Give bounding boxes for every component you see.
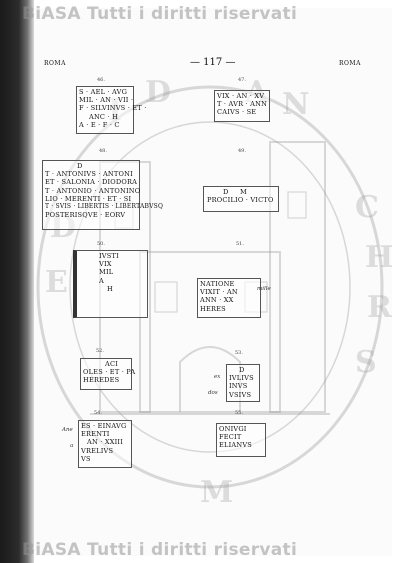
inscription-fragment: ONIVGI FECIT ELIANVS bbox=[216, 423, 266, 457]
inscription-line: S · AEL · AVG bbox=[79, 88, 128, 96]
inscription-number: 54. bbox=[94, 410, 102, 416]
inscription-line: A · E · F · C bbox=[79, 120, 120, 129]
page-number: — 117 — bbox=[190, 57, 236, 68]
editorial-note: dos bbox=[208, 390, 218, 396]
inscription-line: IVLIVS bbox=[229, 374, 254, 383]
editorial-note: a bbox=[70, 443, 74, 449]
inscription-line: HERES bbox=[200, 304, 226, 313]
seal-letter-d: D bbox=[145, 75, 171, 110]
inscription-fragment: ES · EINAVG ERENTI AN · XXIII VRELIVS VS bbox=[78, 420, 132, 468]
inscription-line: INVS bbox=[229, 382, 248, 391]
inscription-line: VIX · AN · XV bbox=[217, 92, 265, 100]
inscription-fragment: VIX · AN · XV T · AVR · ANN CAIVS · SE bbox=[214, 90, 270, 122]
inscription-line: F · SILVINVS · ET · bbox=[79, 104, 147, 113]
inscription-line: ONIVGI bbox=[219, 425, 247, 433]
inscription-number: 55. bbox=[235, 410, 243, 416]
inscription-number: 50. bbox=[97, 241, 105, 247]
seal-arch bbox=[179, 346, 241, 412]
editorial-note: mille bbox=[257, 286, 271, 292]
seal-building bbox=[139, 251, 281, 413]
seal-window-2 bbox=[287, 191, 307, 219]
inscription-number: 51. bbox=[236, 241, 244, 247]
seal-inner-ring bbox=[69, 121, 351, 453]
inscription-number: 46. bbox=[97, 77, 105, 83]
inscription-fragment: D M PROCILIO · VICTO bbox=[203, 186, 279, 212]
inscription-number: 52. bbox=[96, 348, 104, 354]
inscription-number: 49. bbox=[238, 148, 246, 154]
inscription-fragment: IVSTI VIX MIL A H bbox=[73, 250, 148, 318]
inscription-line: VSIVS bbox=[229, 390, 252, 399]
seal-letter-h: H bbox=[365, 240, 393, 275]
editorial-note: Ane bbox=[62, 427, 73, 433]
inscription-line: ES · EINAVG bbox=[81, 422, 127, 430]
inscription-line: VS bbox=[81, 454, 91, 463]
inscription-line: ANN · XX bbox=[200, 296, 234, 305]
seal-window-3 bbox=[154, 281, 178, 313]
inscription-line: HEREDES bbox=[83, 376, 120, 385]
inscription-line: D bbox=[239, 366, 245, 374]
book-binding-shadow bbox=[0, 0, 34, 563]
seal-letter-m: M bbox=[200, 475, 233, 510]
inscription-line: LIO · MERENTI · ET · SI bbox=[45, 194, 132, 203]
watermark-bottom: BiASA Tutti i diritti riservati bbox=[22, 540, 298, 560]
inscription-line: A bbox=[99, 276, 104, 285]
inscription-line: ET · SALONIA · DIODORA bbox=[45, 178, 138, 187]
watermark-top: BiASA Tutti i diritti riservati bbox=[22, 4, 298, 24]
inscription-fragment: D T · ANTONIVS · ANTONI ET · SALONIA · D… bbox=[42, 160, 164, 230]
inscription-line: POSTERISQVE · EORV bbox=[45, 211, 126, 220]
seal-letter-c: C bbox=[355, 190, 379, 225]
inscription-line: PROCILIO · VICTO bbox=[207, 196, 274, 205]
inscription-line: NATIONE bbox=[200, 280, 235, 288]
library-seal-watermark: I D A N C H R S E D M bbox=[36, 75, 393, 510]
inscription-line: MIL bbox=[99, 268, 114, 277]
inscription-line: T · ANTONIVS · ANTONI bbox=[45, 170, 133, 179]
seal-letter-r: R bbox=[367, 290, 393, 325]
seal-letter-n: N bbox=[282, 87, 309, 122]
inscription-line: T · ANTONIO · ANTONINO bbox=[45, 186, 141, 195]
inscription-number: 48. bbox=[99, 148, 107, 154]
seal-letter-s: S bbox=[355, 345, 377, 380]
inscription-fragment: NATIONE VIXIT · AN ANN · XX HERES bbox=[197, 278, 261, 318]
inscription-number: 53. bbox=[235, 350, 243, 356]
inscription-line: MIL · AN · VII · bbox=[79, 96, 134, 105]
inscription-line: IVSTI bbox=[99, 252, 119, 260]
inscription-line: ERENTI bbox=[81, 430, 110, 439]
inscription-line: ELIANVS bbox=[219, 441, 253, 450]
inscription-line: VIXIT · AN bbox=[200, 288, 238, 297]
inscription-line: D M bbox=[223, 188, 247, 196]
running-head-right: ROMA bbox=[339, 60, 361, 67]
seal-tower-right bbox=[269, 141, 326, 413]
seal-outer-ring bbox=[36, 85, 384, 489]
inscription-line: H bbox=[107, 284, 113, 293]
inscription-line: VRELIVS bbox=[81, 446, 114, 455]
inscription-line: AN · XXIII bbox=[87, 438, 124, 447]
inscription-line: CAIVS · SE bbox=[217, 108, 257, 117]
inscription-fragment: D IVLIVS INVS VSIVS bbox=[226, 364, 260, 402]
inscription-line: ANC · H bbox=[89, 112, 119, 121]
inscription-line: T · AVR · ANN bbox=[217, 100, 268, 109]
inscription-line: VIX bbox=[99, 260, 112, 269]
inscription-number: 47. bbox=[238, 77, 246, 83]
editorial-note: ex bbox=[214, 374, 221, 380]
inscription-line: FECIT bbox=[219, 433, 242, 442]
inscription-line: ACI bbox=[105, 360, 119, 368]
inscription-fragment: ACI OLES · ET · PA HEREDES bbox=[80, 358, 136, 390]
inscription-line: D bbox=[77, 162, 83, 170]
running-head-left: ROMA bbox=[44, 60, 66, 67]
inscription-line: OLES · ET · PA bbox=[83, 368, 136, 377]
inscription-line: T · SVIS · LIBERTIS · LIBERTABVSQ bbox=[45, 203, 164, 211]
seal-letter-e: E bbox=[45, 265, 68, 300]
inscription-fragment: S · AEL · AVG MIL · AN · VII · F · SILVI… bbox=[76, 86, 147, 134]
